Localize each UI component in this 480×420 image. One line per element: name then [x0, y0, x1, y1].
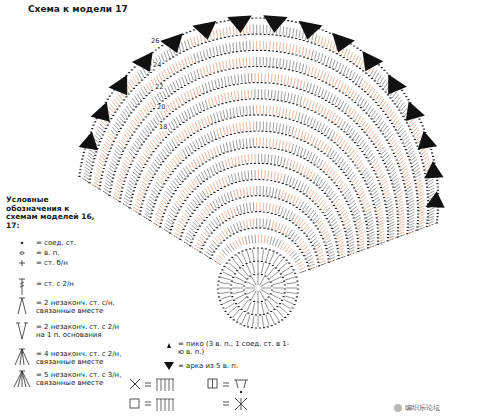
fan-cluster — [227, 15, 251, 33]
slip-stitch-symbol — [21, 242, 24, 245]
fan-cluster — [160, 33, 183, 53]
cross-symbol — [130, 379, 140, 389]
legend-text: = в. п. — [36, 249, 136, 257]
cluster2-symbol — [18, 298, 26, 314]
square-symbol — [130, 399, 139, 408]
fan-cluster — [132, 52, 153, 72]
chart-title: Схема к модели 17 — [28, 4, 128, 14]
row-number: 26 — [150, 38, 160, 45]
fan-cluster — [263, 15, 287, 32]
legend-text: = 2 незаконч. ст. с 2/н на 1 п. основани… — [36, 323, 128, 339]
row-number: 20 — [156, 104, 166, 111]
legend-text: = пико (3 в. п., 1 соед. ст. в 1-ю в. п.… — [178, 340, 293, 356]
fan-cluster — [91, 102, 110, 122]
legend-text: = соед. ст. — [36, 239, 136, 247]
legend-text: = ст. с 2/н — [36, 280, 136, 288]
legend-heading: Условные обозначения к схемам моделей 16… — [6, 196, 98, 231]
stitch-group — [234, 380, 248, 388]
chain-rows — [79, 18, 439, 269]
stitch-dot — [240, 391, 242, 393]
center-stitches — [219, 249, 297, 327]
fan-cluster — [406, 101, 425, 121]
fan-cluster — [388, 74, 407, 94]
v-stitch-symbol — [16, 323, 28, 339]
stitch-group — [156, 379, 174, 391]
legend-text: = ст. б/н — [36, 259, 136, 267]
fan-cluster — [299, 21, 323, 40]
fan-cluster — [424, 161, 443, 178]
dc-symbol — [19, 279, 25, 295]
watermark-icon — [394, 404, 402, 412]
stitch-rows-orange — [93, 25, 433, 270]
row-number: 22 — [154, 84, 164, 91]
fan-cluster — [418, 131, 437, 150]
chain-symbol — [20, 252, 24, 254]
crossed-stitch-symbol — [235, 398, 247, 410]
cluster4-symbol — [15, 349, 29, 365]
stitch-group — [156, 399, 174, 411]
legend-text: = 2 незаконч. ст. с/н, связанные вместе — [36, 299, 128, 315]
arch-symbol — [164, 362, 174, 370]
cluster5-symbol — [14, 371, 30, 387]
watermark: 编织乐论坛 — [405, 404, 440, 412]
sc-symbol — [19, 260, 25, 266]
fan-cluster — [108, 75, 127, 95]
equals-sign — [223, 383, 229, 386]
fan-cluster — [362, 51, 383, 71]
fan-cluster — [79, 132, 98, 151]
picot-symbol — [167, 343, 171, 348]
stitch-rows — [83, 25, 434, 273]
legend-text: = арка из 5 в. п. — [178, 362, 278, 370]
equals-sign — [145, 402, 151, 405]
square-mark — [212, 379, 213, 388]
square-symbol — [208, 379, 217, 388]
fan-cluster — [426, 191, 445, 207]
legend-text: = 5 незаконч. ст. с 3/н, связанные вмест… — [36, 371, 124, 387]
equals-sign — [223, 402, 229, 405]
row-number: 24 — [152, 62, 162, 69]
fan-cluster — [192, 21, 216, 40]
equals-sign — [145, 383, 151, 386]
legend-text: = 4 незаконч. ст. с 2/н, связанные вмест… — [36, 350, 128, 366]
fan-cluster — [332, 33, 355, 53]
center-chains — [217, 248, 298, 328]
row-number: 18 — [158, 124, 168, 131]
